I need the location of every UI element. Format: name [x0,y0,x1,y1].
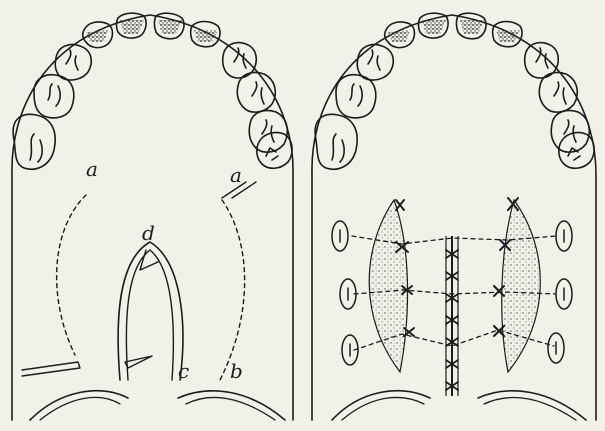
left-palate-diagram: a a d c b [12,13,293,420]
label-a-right: a [230,163,242,187]
left-upper-teeth [13,13,292,169]
left-palate-outline [12,15,293,420]
label-c: c [178,359,189,383]
right-relaxing-incision [502,200,541,372]
right-palate-diagram [312,13,596,420]
right-upper-teeth [315,13,594,169]
label-b: b [230,359,243,383]
label-d: d [142,221,155,245]
right-palate-outline [312,15,596,420]
label-a-left: a [86,157,98,181]
